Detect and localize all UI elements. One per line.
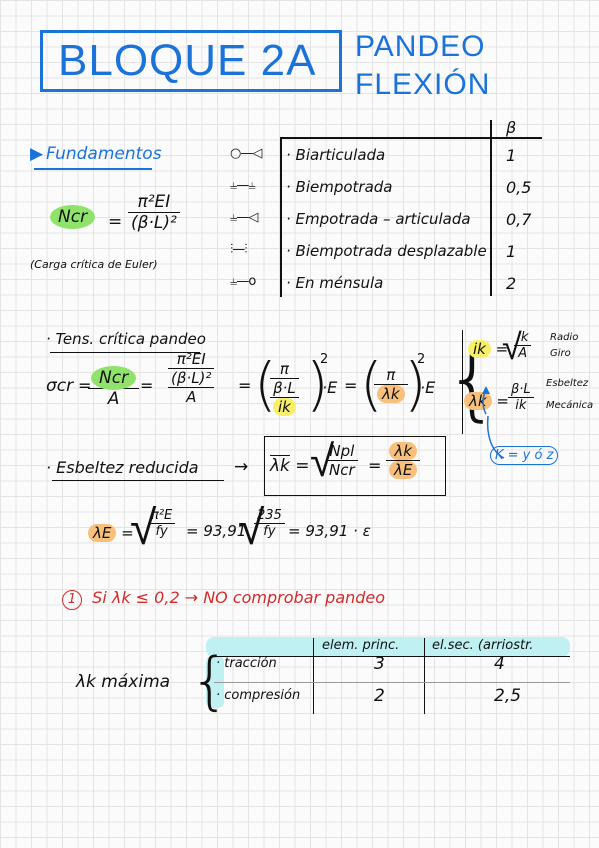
- k-note: K = y ó z: [490, 446, 559, 465]
- support-symbol-icon: ○—◁: [230, 146, 262, 161]
- table-left-rule: [280, 137, 282, 297]
- lambda-e-value: = 93,91: [186, 522, 247, 540]
- support-label: · En ménsula: [286, 274, 384, 292]
- maxima-value-secundario: 4: [494, 654, 505, 674]
- radio-giro-lhs: ik =: [468, 340, 508, 358]
- maxima-row-rule: [214, 682, 570, 683]
- table-top-rule: [280, 137, 542, 139]
- subtitle-pandeo: PANDEO: [355, 30, 486, 63]
- beta-header: β: [506, 118, 517, 137]
- table-header-highlight: [206, 637, 570, 657]
- maxima-col-rule-1: [313, 638, 315, 714]
- heading-fundamentos: Fundamentos: [46, 144, 162, 164]
- sigma-cr: σcr: [46, 376, 74, 396]
- maxima-value-principal: 3: [374, 654, 385, 674]
- arrows-svg: [482, 386, 505, 459]
- col-header-2: el.sec. (arriostr.: [432, 638, 534, 653]
- paren-open-2: (: [360, 350, 383, 418]
- maxima-value-principal: 2: [374, 686, 385, 706]
- eq5: =: [368, 456, 382, 475]
- exp1: 2: [320, 352, 329, 367]
- support-symbol-icon: ⫨—o: [230, 274, 256, 289]
- support-symbol-icon: ⫨—⫨: [230, 178, 256, 193]
- underline-tension: [50, 352, 200, 354]
- euler-caption: (Carga crítica de Euler): [30, 258, 158, 271]
- euler-fraction: π²EI(β·L)²: [128, 192, 180, 233]
- lambda-bar: λk =: [270, 456, 310, 476]
- heading-tension: · Tens. crítica pandeo: [46, 330, 206, 348]
- support-label: · Empotrada – articulada: [286, 210, 471, 228]
- support-label: · Biempotrada desplazable: [286, 242, 487, 260]
- sqrt-icon-4: √: [238, 500, 265, 556]
- brace-line: [462, 330, 464, 434]
- arrow-reducida: →: [234, 457, 249, 477]
- maxima-col-rule-2: [424, 638, 426, 714]
- esbeltez-lhs: λk =: [464, 392, 509, 410]
- eq4: =: [344, 376, 358, 395]
- maxima-value-secundario: 2,5: [494, 686, 522, 706]
- support-beta: 1: [506, 146, 517, 165]
- paren-open-1: (: [254, 350, 277, 418]
- support-symbol-icon: ⫨—◁: [230, 210, 258, 225]
- paren-close-2: ): [404, 350, 427, 418]
- maxima-header-rule: [214, 656, 570, 658]
- paren-close-1: ): [306, 350, 329, 418]
- maxima-row-label: · compresión: [216, 688, 301, 703]
- exp2: 2: [417, 352, 426, 367]
- maxima-row-label: · tracción: [216, 656, 277, 671]
- table-col-rule: [490, 120, 492, 296]
- lambda-e-tail: = 93,91 · ε: [288, 522, 371, 540]
- sqrt-icon-2: √: [310, 436, 335, 487]
- brace-icon-2: {: [190, 644, 230, 717]
- label-giro: Giro: [550, 348, 571, 359]
- support-label: · Biempotrada: [286, 178, 393, 196]
- sqrt-icon-3: √: [130, 500, 157, 556]
- reducida-box: [264, 436, 446, 496]
- col-header-1: elem. princ.: [322, 638, 400, 653]
- e2: ·E: [420, 378, 436, 397]
- eq2: =: [140, 376, 154, 395]
- eq1: =: [78, 376, 92, 395]
- sqrt-icon: √: [502, 327, 522, 368]
- eq3: =: [238, 376, 252, 395]
- page-title: BLOQUE 2A: [58, 36, 317, 85]
- underline-fundamentos: [34, 168, 152, 170]
- euler-equals: =: [108, 212, 123, 232]
- support-beta: 0,7: [506, 210, 532, 229]
- e1: ·E: [322, 378, 338, 397]
- heading-reducida: · Esbeltez reducida: [46, 458, 199, 477]
- subtitle-flexion: FLEXIÓN: [355, 68, 491, 101]
- note-line: 1 Si λk ≤ 0,2 → NO comprobar pandeo: [62, 588, 385, 610]
- underline-reducida: [52, 480, 224, 482]
- title-frame: [40, 30, 342, 92]
- bullet-icon: ▶: [30, 144, 44, 164]
- euler-lhs: Ncr: [50, 205, 96, 229]
- support-symbol-icon: ⫶—⫶: [230, 242, 247, 257]
- support-beta: 0,5: [506, 178, 532, 197]
- support-beta: 1: [506, 242, 517, 261]
- support-label: · Biarticulada: [286, 146, 386, 164]
- label-mecanica: Mecánica: [546, 400, 594, 411]
- label-esbeltez: Esbeltez: [546, 378, 589, 389]
- lambda-e-lhs: λE =: [88, 524, 134, 542]
- support-beta: 2: [506, 274, 517, 293]
- maxima-label: λk máxima: [76, 672, 171, 692]
- label-radio: Radio: [550, 332, 579, 343]
